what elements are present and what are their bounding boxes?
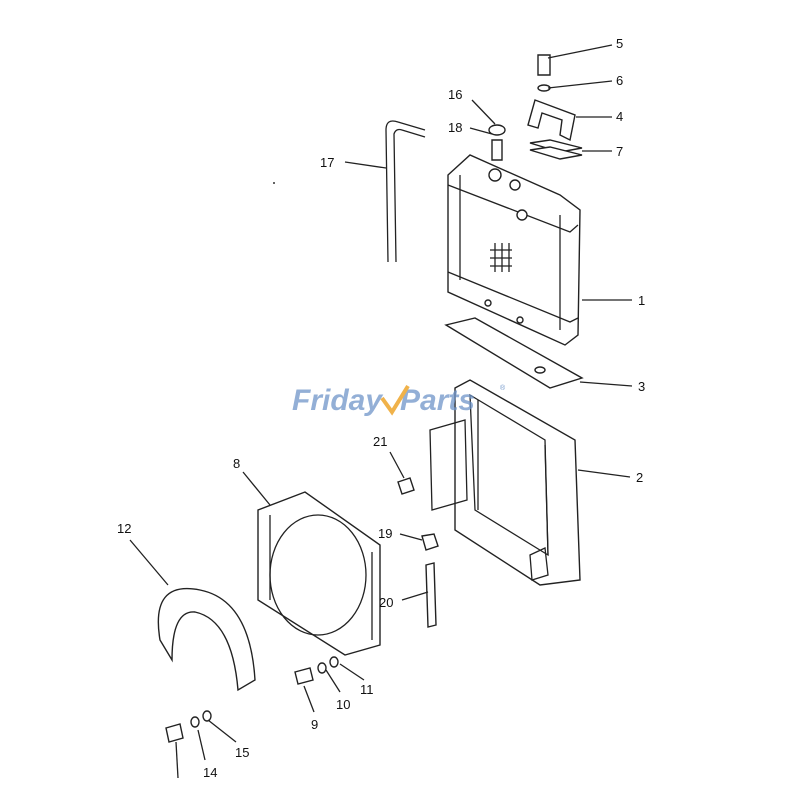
callout-10: 10 [336, 697, 350, 712]
callout-18: 18 [448, 120, 462, 135]
callout-9: 9 [311, 717, 318, 732]
clip-part-21 [397, 477, 415, 495]
callout-8: 8 [233, 456, 240, 471]
radiator-part-1 [447, 154, 581, 346]
callout-1: 1 [638, 293, 645, 308]
callout-6: 6 [616, 73, 623, 88]
speck [273, 182, 275, 184]
callout-14: 14 [203, 765, 217, 780]
callout-5: 5 [616, 36, 623, 51]
plate-part-3 [444, 317, 584, 389]
callout-4: 4 [616, 109, 623, 124]
callout-12: 12 [117, 521, 131, 536]
callout-3: 3 [638, 379, 645, 394]
guard-part-12 [157, 588, 256, 692]
watermark-logo: Friday Parts ® [292, 384, 506, 417]
watermark-text-a: Friday [292, 384, 383, 417]
shroud-part-8 [257, 491, 381, 656]
callout-19: 19 [378, 526, 392, 541]
callout-15: 15 [235, 745, 249, 760]
callout-2: 2 [636, 470, 643, 485]
watermark-text-b: Parts [400, 384, 475, 417]
hose-part-17 [385, 120, 426, 263]
callout-17: 17 [320, 155, 334, 170]
frame-part-2 [429, 379, 581, 586]
watermark-check-mark [380, 384, 410, 416]
callout-16: 16 [448, 87, 462, 102]
callout-20: 20 [379, 595, 393, 610]
bracket-parts-4-5-6-7 [527, 54, 583, 160]
plate-hole [534, 366, 546, 374]
pipe-part-20 [425, 562, 437, 628]
callout-21: 21 [373, 434, 387, 449]
bolts-washers [165, 656, 339, 779]
leader-lines [129, 44, 633, 761]
fitting-part-19 [421, 533, 439, 551]
callout-7: 7 [616, 144, 623, 159]
cap-part-16 [488, 124, 506, 161]
watermark-reg: ® [500, 384, 506, 392]
callout-11: 11 [360, 682, 374, 697]
